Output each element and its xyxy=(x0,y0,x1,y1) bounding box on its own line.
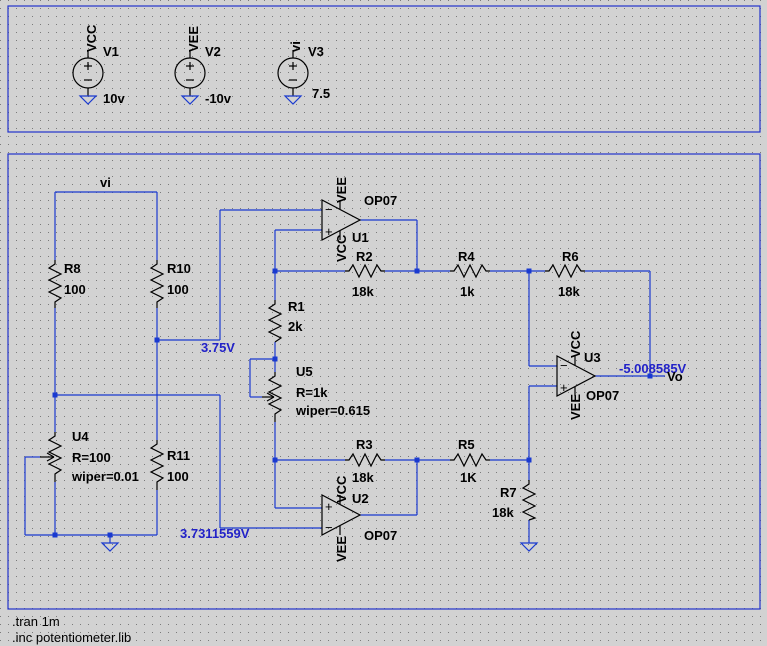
r2-ref: R2 xyxy=(356,249,373,264)
u3-model: OP07 xyxy=(586,388,619,403)
u3-top-supply: VCC xyxy=(568,330,583,358)
r2-value: 18k xyxy=(352,284,374,299)
potentiometer-u5[interactable]: U5 R=1k wiper=0.615 xyxy=(262,364,370,422)
u4-ref: U4 xyxy=(72,429,89,444)
source-value-v2: -10v xyxy=(205,91,232,106)
u1-top-supply: VEE xyxy=(334,177,349,203)
opamp-u1[interactable]: − + VEE VCC OP07 U1 xyxy=(321,177,397,262)
u1-model: OP07 xyxy=(364,193,397,208)
r1-value: 2k xyxy=(288,319,303,334)
u4-wiper: wiper=0.01 xyxy=(71,469,139,484)
svg-text:−: − xyxy=(560,358,568,373)
net-label-vcc: VCC xyxy=(84,24,99,52)
resistor-r4[interactable]: R4 1k xyxy=(450,249,490,299)
resistor-r1[interactable]: R1 2k xyxy=(267,299,305,343)
u2-top-supply: VCC xyxy=(334,475,349,503)
net-label-vee: VEE xyxy=(186,26,201,52)
opamp-u2[interactable]: + − VCC VEE OP07 U2 xyxy=(321,475,397,562)
resistor-r2[interactable]: R2 18k xyxy=(345,249,385,299)
voltage-source-v2[interactable]: VEE V2 -10v xyxy=(174,26,232,106)
voltage-source-v1[interactable]: VCC V1 10v xyxy=(72,24,125,106)
u5-resistance: R=1k xyxy=(296,385,328,400)
bridge-wiring xyxy=(24,191,322,552)
node-voltage-n2: 3.7311559V xyxy=(180,526,250,541)
sources-frame xyxy=(7,5,761,133)
source-ref-v1: V1 xyxy=(103,44,119,59)
source-ref-v2: V2 xyxy=(205,44,221,59)
u2-bottom-supply: VEE xyxy=(334,536,349,562)
r11-value: 100 xyxy=(167,469,189,484)
resistor-r5[interactable]: R5 1K xyxy=(450,437,490,485)
svg-text:+: + xyxy=(325,224,333,239)
u2-ref: U2 xyxy=(352,491,369,506)
u3-bottom-supply: VEE xyxy=(568,394,583,420)
net-label-vo: Vo xyxy=(667,369,683,384)
opamp-u3[interactable]: − + VCC VEE OP07 U3 xyxy=(556,330,619,420)
r10-value: 100 xyxy=(167,282,189,297)
resistor-r8[interactable]: R8 100 xyxy=(47,260,86,308)
net-label-vi-top: vi xyxy=(100,175,111,190)
svg-text:−: − xyxy=(325,520,333,535)
circuit-frame xyxy=(7,153,761,610)
potentiometer-u4[interactable]: U4 R=100 wiper=0.01 xyxy=(40,429,139,484)
source-value-v1: 10v xyxy=(103,91,125,106)
r5-ref: R5 xyxy=(458,437,475,452)
r3-value: 18k xyxy=(352,470,374,485)
r5-value: 1K xyxy=(460,470,477,485)
voltage-source-v3[interactable]: vi V3 7.5 xyxy=(277,41,330,105)
node-voltage-out: -5.008585V xyxy=(619,361,687,376)
net-label-vi: vi xyxy=(288,41,303,52)
r10-ref: R10 xyxy=(167,261,191,276)
resistor-r7[interactable]: R7 18k xyxy=(492,480,537,521)
u2-model: OP07 xyxy=(364,528,397,543)
resistor-r10[interactable]: R10 100 xyxy=(149,260,191,308)
r4-ref: R4 xyxy=(458,249,475,264)
u3-ref: U3 xyxy=(584,350,601,365)
spice-directive-tran[interactable]: .tran 1m xyxy=(12,614,60,629)
svg-text:−: − xyxy=(325,202,333,217)
r8-value: 100 xyxy=(64,282,86,297)
u1-bottom-supply: VCC xyxy=(334,234,349,262)
resistor-r3[interactable]: R3 18k xyxy=(345,437,385,485)
r3-ref: R3 xyxy=(356,437,373,452)
r6-ref: R6 xyxy=(562,249,579,264)
instrument-wiring xyxy=(249,219,665,552)
r7-ref: R7 xyxy=(500,485,517,500)
resistor-r6[interactable]: R6 18k xyxy=(545,249,585,299)
r4-value: 1k xyxy=(460,284,475,299)
svg-text:+: + xyxy=(325,499,333,514)
resistor-r11[interactable]: R11 100 xyxy=(149,440,190,490)
u4-resistance: R=100 xyxy=(72,450,111,465)
r8-ref: R8 xyxy=(64,261,81,276)
u5-ref: U5 xyxy=(296,364,313,379)
source-value-v3: 7.5 xyxy=(312,86,330,101)
node-voltage-n1: 3.75V xyxy=(201,340,235,355)
source-ref-v3: V3 xyxy=(308,44,324,59)
u5-wiper: wiper=0.615 xyxy=(295,403,370,418)
r6-value: 18k xyxy=(558,284,580,299)
u1-ref: U1 xyxy=(352,230,369,245)
r1-ref: R1 xyxy=(288,299,305,314)
r11-ref: R11 xyxy=(167,448,190,463)
spice-directive-inc[interactable]: .inc potentiometer.lib xyxy=(12,630,131,645)
r7-value: 18k xyxy=(492,505,514,520)
svg-text:+: + xyxy=(560,380,568,395)
